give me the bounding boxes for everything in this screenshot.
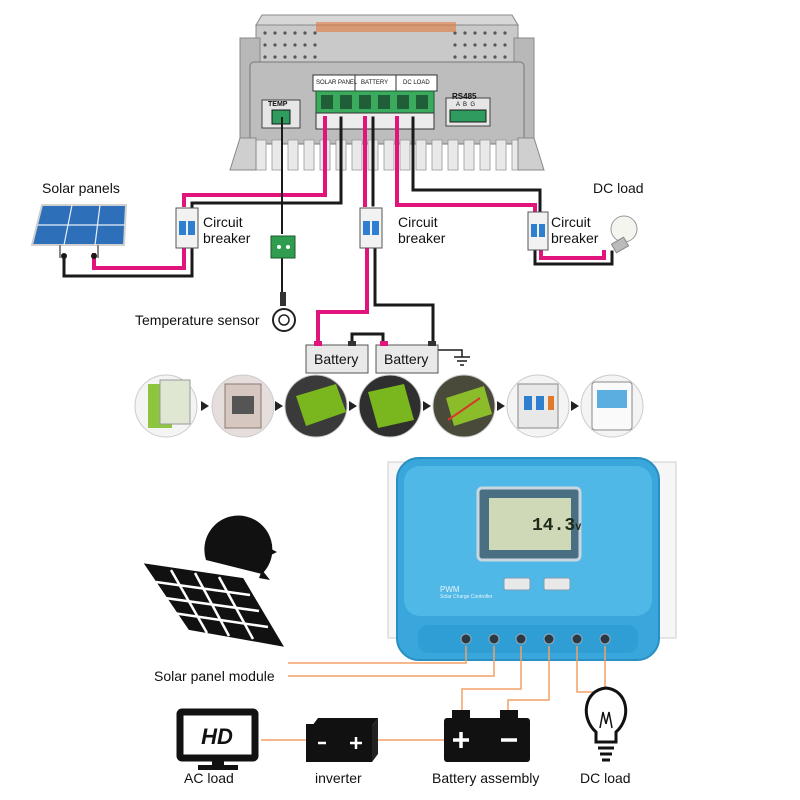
controller-button-1[interactable] [503, 577, 531, 591]
circuit-breaker-2 [359, 207, 383, 249]
light-bulb-icon [610, 215, 638, 254]
step-arrow-2 [275, 401, 283, 411]
temperature-sensor-icon [272, 292, 296, 332]
battery-assembly-label: Battery assembly [432, 770, 540, 786]
lcd-value-number: 14.3 [532, 516, 576, 536]
bottom-wires [261, 646, 606, 741]
solar-panels-label: Solar panels [42, 180, 120, 196]
step-manual-icon [134, 374, 198, 438]
dc-load-bottom-label: DC load [580, 770, 631, 786]
pwm-controller [396, 457, 660, 661]
step-breaker-box-icon [211, 374, 275, 438]
terminal-screws [460, 633, 611, 645]
lcd-value-unit: V [575, 523, 582, 534]
dc-load-label: DC load [593, 180, 644, 196]
circuit-breaker-3-label: Circuit breaker [551, 214, 599, 246]
circuit-breaker-3 [527, 211, 549, 251]
temp-connector [270, 235, 296, 259]
step-arrow-1 [201, 401, 209, 411]
pwm-brand-label: PWM [440, 585, 460, 594]
controller-button-2[interactable] [543, 577, 571, 591]
pwm-subtitle-label: Solar Charge Controller [440, 594, 493, 600]
lcd-value: 14.3V [532, 516, 581, 539]
top-wires [62, 116, 614, 357]
step-arrow-3 [349, 401, 357, 411]
temp-port-label: TEMP [268, 101, 288, 108]
rs485-pins-label: A B G [456, 102, 476, 108]
solar-panel-icon [30, 204, 128, 259]
step-display-icon [580, 374, 644, 438]
solar-module-icon [143, 515, 284, 647]
battery-1-icon [305, 341, 369, 374]
inverter-icon [306, 718, 378, 762]
circuit-breaker-1-label: Circuit breaker [203, 214, 251, 246]
step-controller-closeup-icon [358, 374, 422, 438]
battery-2-label: Battery [384, 351, 429, 367]
ac-load-monitor-icon: HD [176, 708, 259, 770]
step-breaker-icon [506, 374, 570, 438]
circuit-breaker-1 [175, 207, 199, 249]
rs485-port-label: RS485 [452, 92, 477, 101]
step-wiring-icon [432, 374, 496, 438]
step-controller-icon [284, 374, 348, 438]
solar-panel-port-label: SOLAR PANEL [316, 80, 358, 86]
battery-2-icon [375, 341, 439, 374]
install-steps [134, 374, 644, 438]
temperature-sensor-label: Temperature sensor [135, 312, 260, 328]
svg-text:HD: HD [201, 724, 233, 749]
battery-assembly-icon [444, 710, 530, 762]
step-arrow-6 [571, 401, 579, 411]
dc-load-port-label: DC LOAD [403, 80, 430, 86]
ac-load-label: AC load [184, 770, 234, 786]
dc-load-bulb-icon [584, 686, 628, 762]
inverter-label: inverter [315, 770, 362, 786]
circuit-breaker-2-label: Circuit breaker [398, 214, 446, 246]
ground-icon [454, 356, 470, 366]
step-arrow-4 [423, 401, 431, 411]
solar-panel-module-label: Solar panel module [154, 668, 275, 684]
mppt-controller [229, 14, 545, 171]
battery-port-label: BATTERY [361, 80, 389, 86]
battery-1-label: Battery [314, 351, 359, 367]
vent-holes [263, 31, 507, 59]
heat-sink-fins [255, 139, 523, 171]
step-arrow-5 [497, 401, 505, 411]
